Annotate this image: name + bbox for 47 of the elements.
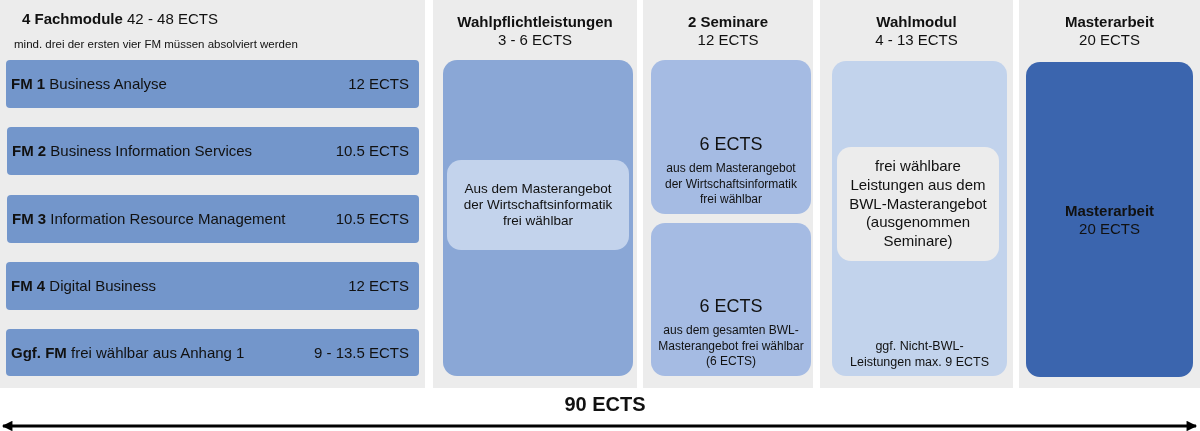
column-panel: [820, 0, 1013, 388]
credit-text: 6 ECTS: [699, 295, 763, 318]
column-heading: Wahlpflichtleistungen: [457, 13, 613, 31]
module-name: Masterarbeit: [1064, 201, 1155, 220]
module-bar: [7, 195, 419, 243]
column-panel: [433, 0, 637, 388]
module-bar: [7, 127, 419, 175]
credit-text: 20 ECTS: [1079, 219, 1140, 238]
column-heading: 4 Fachmodule 42 - 48 ECTS: [22, 10, 218, 28]
thesis-card: [1026, 62, 1193, 377]
note-text: ggf. Nicht-BWL-Leistungen max. 9 ECTS: [849, 337, 990, 370]
module-card: [832, 61, 1007, 376]
module-name: FM 1 Business Analyse: [11, 75, 167, 93]
column-panel: [643, 0, 813, 388]
module-card: [443, 60, 633, 376]
total-credits-label: 90 ECTS: [563, 393, 647, 416]
seminar-card: [651, 223, 811, 376]
credit-text: 9 - 13.5 ECTS: [313, 343, 409, 362]
credit-text: 10.5 ECTS: [335, 142, 409, 160]
credit-text: 4 - 13 ECTS: [875, 31, 958, 49]
module-bar: [6, 262, 419, 310]
credit-text: 12 ECTS: [348, 277, 409, 295]
column-heading: Wahlmodul: [876, 13, 957, 31]
column-panel: [1019, 0, 1200, 388]
description-text: Aus dem Masterangebot der Wirtschaftsinformatik frei wählbar: [462, 180, 614, 230]
module-bar: [6, 60, 419, 108]
info-card: [447, 160, 629, 250]
description-text: aus dem Masterangebot der Wirtschaftsinformatik frei wählbar: [664, 161, 798, 208]
module-bar: [6, 329, 419, 376]
column-heading: 2 Seminare: [687, 13, 768, 31]
credit-text: 20 ECTS: [1079, 31, 1140, 49]
module-name: FM 4 Digital Business: [11, 277, 157, 295]
description-text: frei wählbare Leistungen aus dem BWL-Masterangebot (ausgenommen Seminare): [848, 157, 988, 251]
column-heading: Masterarbeit: [1064, 13, 1155, 31]
column-panel: [0, 0, 425, 388]
credit-text: 12 ECTS: [348, 75, 409, 93]
note-text: mind. drei der ersten vier FM müssen absolviert werden: [14, 38, 298, 52]
credit-text: 6 ECTS: [699, 133, 763, 156]
module-name: FM 3 Information Resource Management: [12, 210, 286, 228]
module-name: FM 2 Business Information Services: [12, 142, 253, 160]
module-name: Ggf. FM frei wählbar aus Anhang 1: [11, 343, 245, 362]
credit-text: 3 - 6 ECTS: [497, 31, 573, 49]
description-text: aus dem gesamten BWL-Masterangebot frei wählbar (6 ECTS): [657, 323, 805, 370]
credit-text: 10.5 ECTS: [335, 210, 409, 228]
info-card: [837, 147, 999, 261]
credit-text: 12 ECTS: [697, 31, 759, 49]
seminar-card: [651, 60, 811, 214]
